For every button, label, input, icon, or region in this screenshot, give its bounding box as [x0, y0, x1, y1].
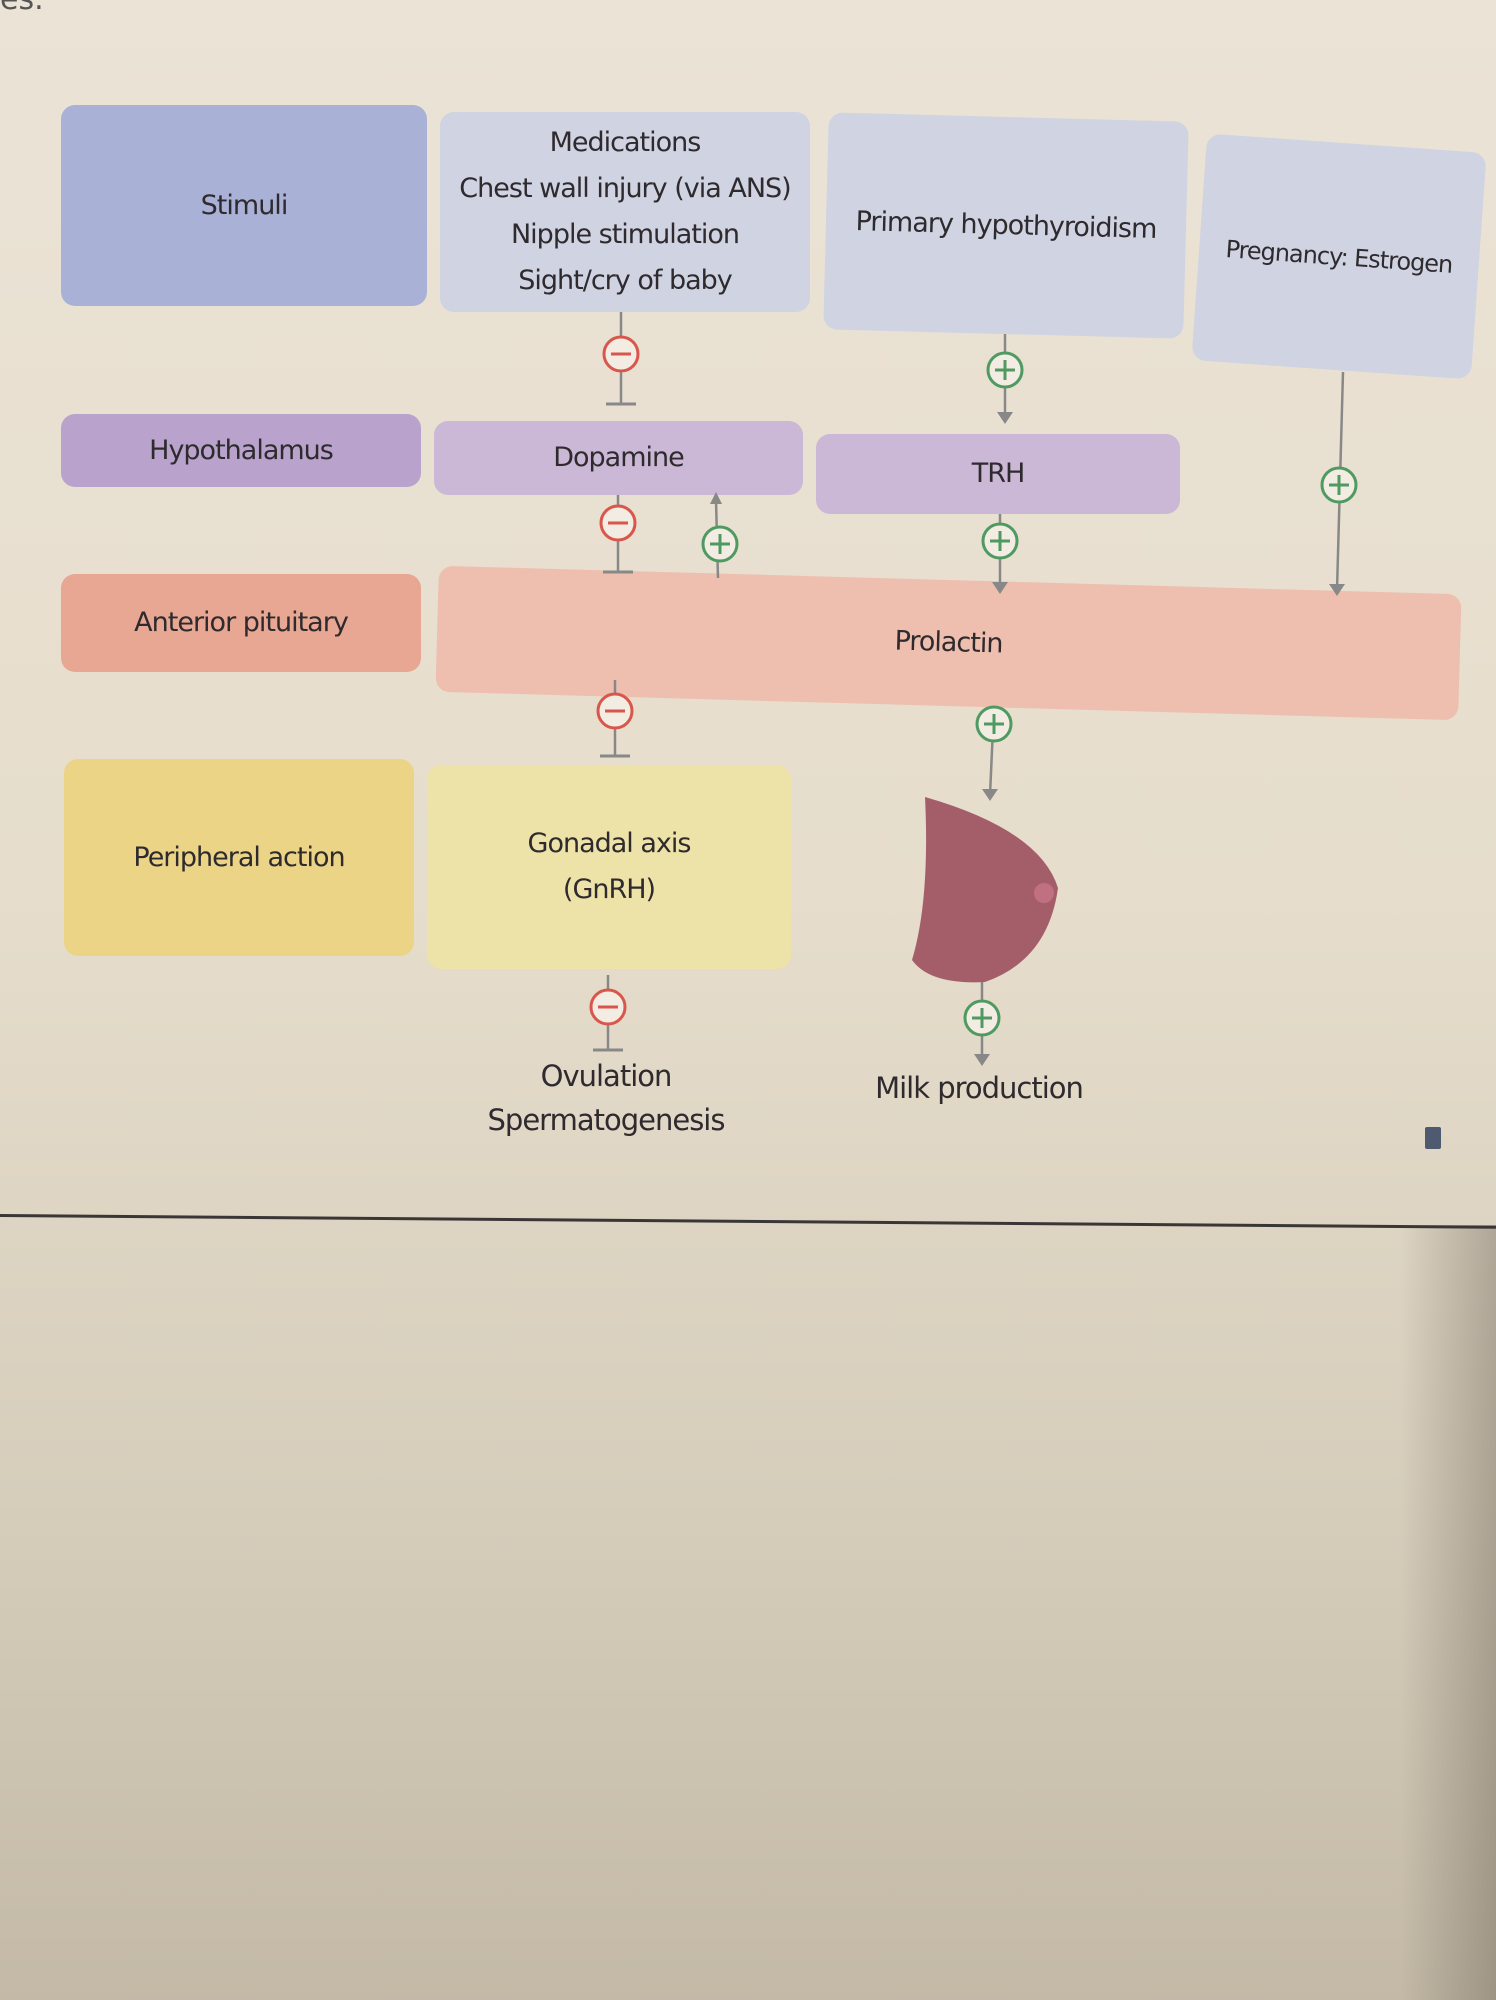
inhibit-icon	[602, 335, 640, 373]
outcome-spermatogenesis: Spermatogenesis	[487, 1103, 726, 1137]
outcome-milk-production: Milk production	[875, 1071, 1084, 1105]
inhibit-icon	[596, 692, 634, 730]
publisher-logo-icon	[1425, 1127, 1441, 1149]
gnrh-label: (GnRH)	[562, 874, 656, 905]
arrowhead	[982, 789, 998, 801]
stimulus-medications: Medications	[549, 127, 702, 158]
row-label-stimuli: Stimuli	[61, 105, 427, 306]
stimuli-inhibitory-box: Medications Chest wall injury (via ANS) …	[440, 112, 810, 312]
dopamine-label: Dopamine	[553, 442, 685, 473]
stimulus-chest-wall-injury: Chest wall injury (via ANS)	[459, 173, 791, 204]
outcome-ovulation: Ovulation	[540, 1059, 673, 1093]
gonadal-axis-box: Gonadal axis (GnRH)	[427, 765, 791, 969]
row-label-peripheral-action: Peripheral action	[64, 759, 414, 956]
gonadal-axis-label: Gonadal axis	[527, 828, 692, 859]
trh-label: TRH	[971, 458, 1026, 489]
inhibit-icon	[599, 504, 637, 542]
anterior-pituitary-label: Anterior pituitary	[134, 607, 349, 638]
arrowhead	[710, 492, 722, 504]
inhibit-icon	[589, 988, 627, 1026]
page-edge-shadow	[1400, 1225, 1496, 2000]
arrowhead	[997, 412, 1013, 424]
breast-illustration	[912, 797, 1058, 983]
page-text-fragment: es.	[0, 0, 44, 17]
stimulate-icon	[981, 522, 1019, 560]
stimulate-icon	[1320, 466, 1358, 504]
stimulus-nipple-stimulation: Nipple stimulation	[510, 219, 740, 250]
arrowhead	[992, 582, 1008, 594]
stimulate-icon	[701, 525, 739, 563]
dopamine-box: Dopamine	[434, 421, 803, 495]
stimulate-icon	[963, 999, 1001, 1037]
row-label-hypothalamus: Hypothalamus	[61, 414, 421, 487]
arrowhead	[974, 1054, 990, 1066]
hypothalamus-label: Hypothalamus	[149, 434, 334, 466]
nipple-shape	[1034, 883, 1054, 903]
trh-box: TRH	[816, 434, 1180, 514]
row-label-anterior-pituitary: Anterior pituitary	[61, 574, 421, 672]
arrowhead	[1329, 584, 1345, 596]
stimulate-icon	[986, 351, 1024, 389]
peripheral-action-label: Peripheral action	[133, 841, 345, 873]
stimulus-sight-cry-baby: Sight/cry of baby	[518, 265, 732, 296]
gonadal-outcomes: Ovulation Spermatogenesis	[456, 1054, 756, 1142]
stimulate-icon	[975, 705, 1013, 743]
stimuli-label: Stimuli	[200, 189, 289, 221]
